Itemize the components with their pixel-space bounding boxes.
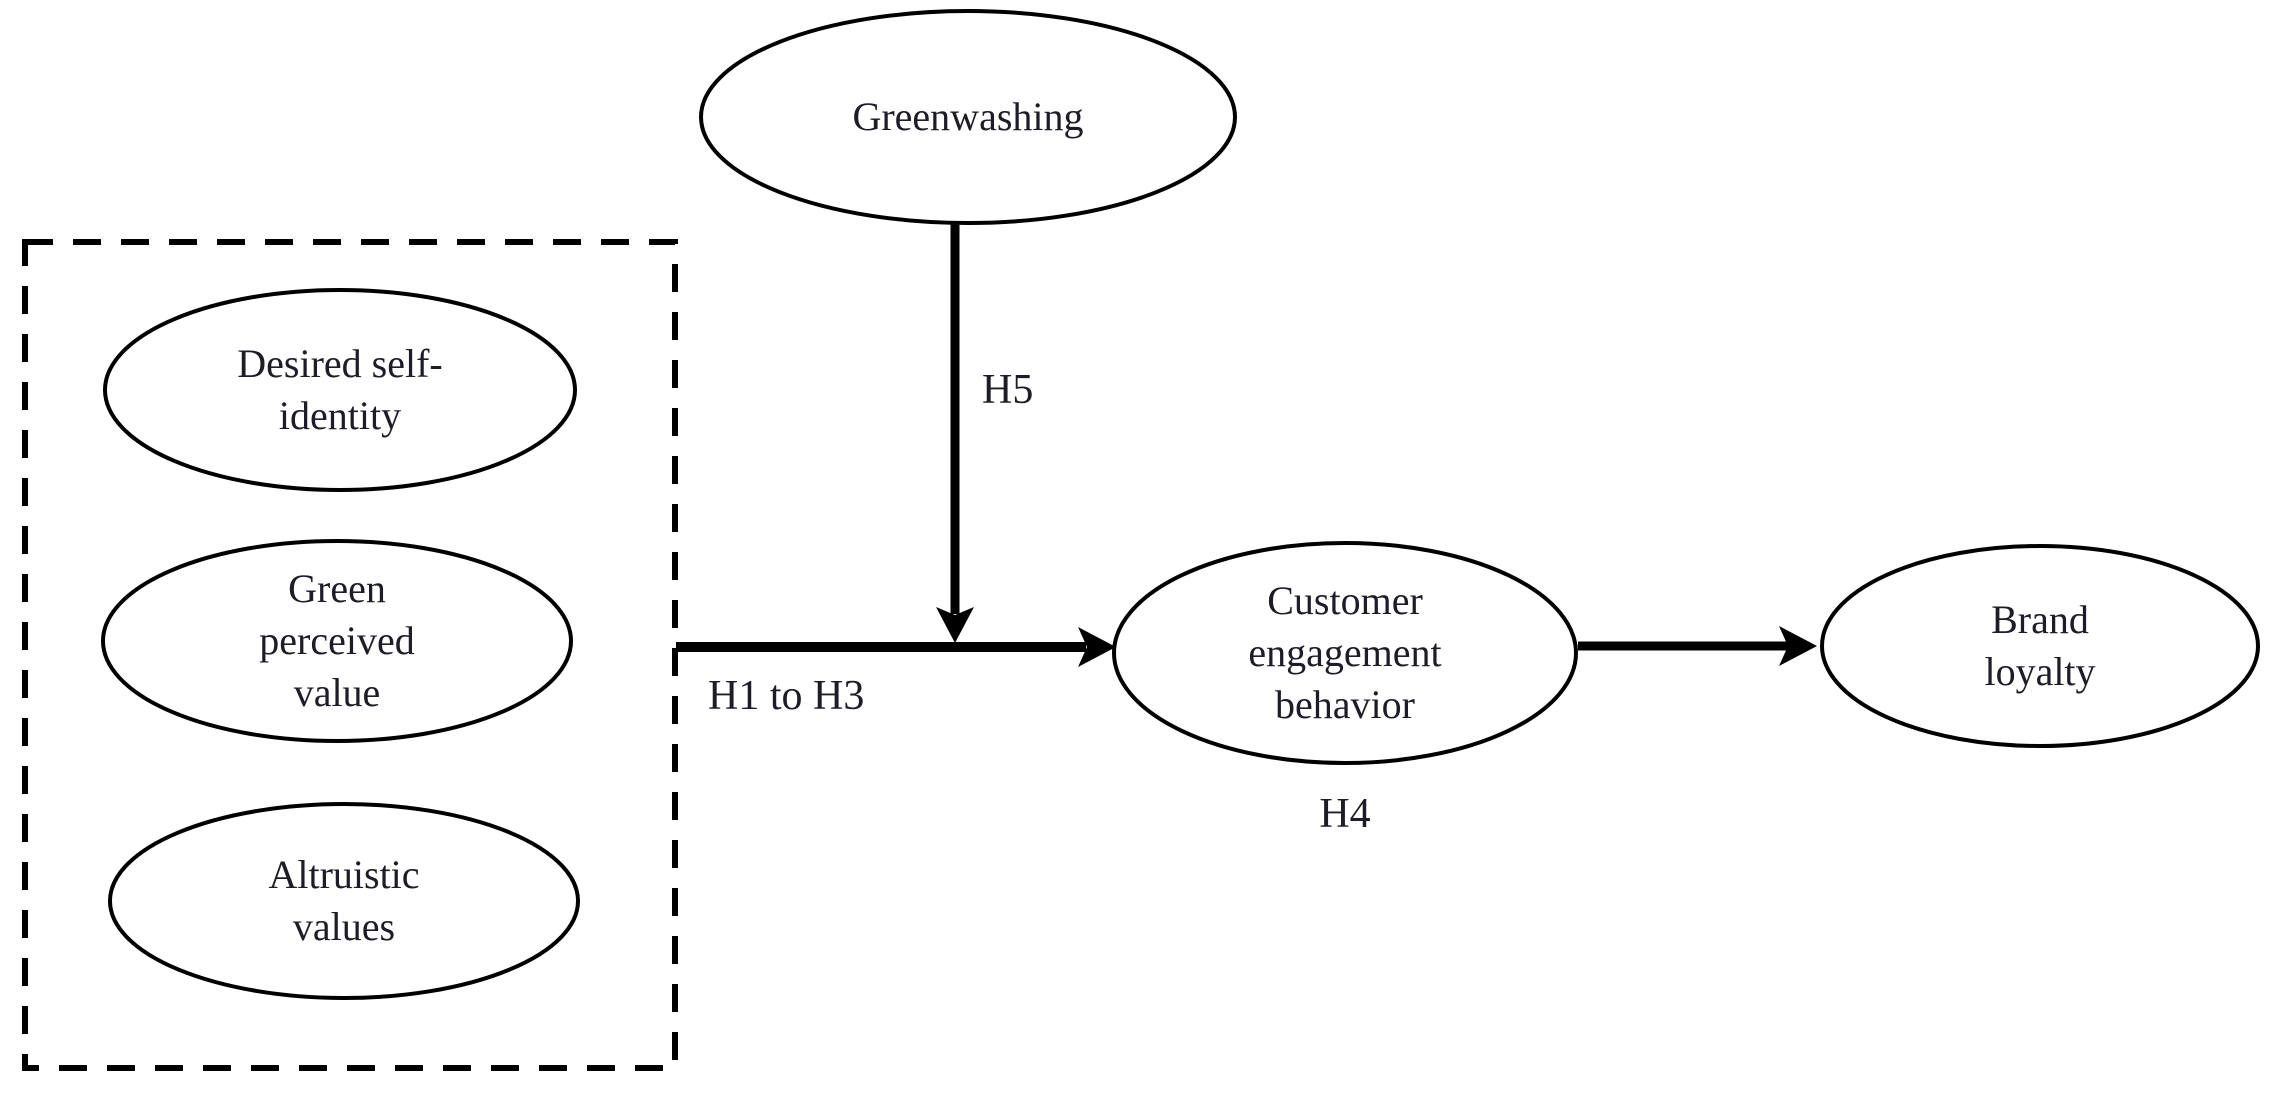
node-altruistic-values-label: Altruistic values (268, 852, 420, 949)
node-altruistic-values: Altruistic values (110, 804, 578, 998)
node-brand-loyalty: Brand loyalty (1822, 546, 2258, 746)
arrow-h4-head-icon (1779, 626, 1817, 666)
green-perceived-value-ellipse (101, 539, 573, 743)
altruistic-values-ellipse (108, 802, 580, 1000)
node-brand-loyalty-label: Brand loyalty (1984, 597, 2096, 694)
node-customer-engagement-behavior: Customer engagement behavior (1114, 543, 1576, 763)
desired-self-identity-ellipse (103, 288, 577, 492)
predictors-dashed-box (22, 239, 678, 1071)
brand-loyalty-ellipse (1820, 544, 2260, 748)
node-desired-self-identity: Desired self-identity (105, 290, 575, 490)
node-green-perceived-value-label: Green perceived value (259, 566, 415, 715)
edge-label-h1-to-h3: H1 to H3 (708, 673, 865, 719)
customer-engagement-behavior-ellipse (1112, 541, 1578, 765)
node-greenwashing-label: Greenwashing (852, 94, 1084, 139)
arrow-h1h3-head-icon (1078, 627, 1116, 667)
edge-label-h4: H4 (1319, 791, 1371, 837)
node-desired-self-identity-label: Desired self-identity (237, 341, 443, 438)
node-greenwashing: Greenwashing (701, 11, 1235, 223)
node-customer-engagement-behavior-label: Customer engagement behavior (1248, 578, 1442, 727)
greenwashing-ellipse (699, 9, 1237, 225)
arrow-h5-head-icon (936, 607, 974, 643)
edge-label-h5: H5 (982, 367, 1034, 413)
node-green-perceived-value: Green perceived value (103, 541, 571, 741)
